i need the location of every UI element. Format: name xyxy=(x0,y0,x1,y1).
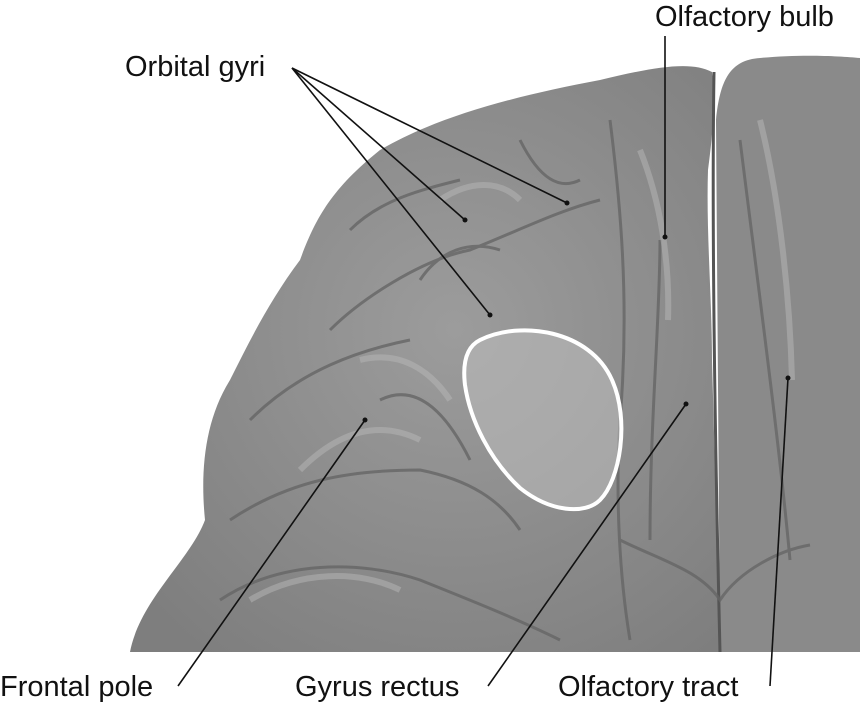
left-hemisphere xyxy=(130,66,720,653)
leader-lines xyxy=(177,36,789,687)
label-olfactory-bulb: Olfactory bulb xyxy=(655,1,834,33)
label-orbital-gyri: Orbital gyri xyxy=(125,51,266,83)
leader-dots xyxy=(362,200,791,423)
longitudinal-fissure xyxy=(711,71,722,653)
highlighted-region-outline xyxy=(462,328,624,512)
label-gyrus-rectus: Gyrus rectus xyxy=(295,671,460,703)
sulci xyxy=(219,119,811,642)
label-olfactory-tract: Olfactory tract xyxy=(558,671,739,703)
right-hemisphere xyxy=(716,55,860,652)
gyri-highlights xyxy=(248,119,795,603)
label-frontal-pole: Frontal pole xyxy=(0,671,154,703)
